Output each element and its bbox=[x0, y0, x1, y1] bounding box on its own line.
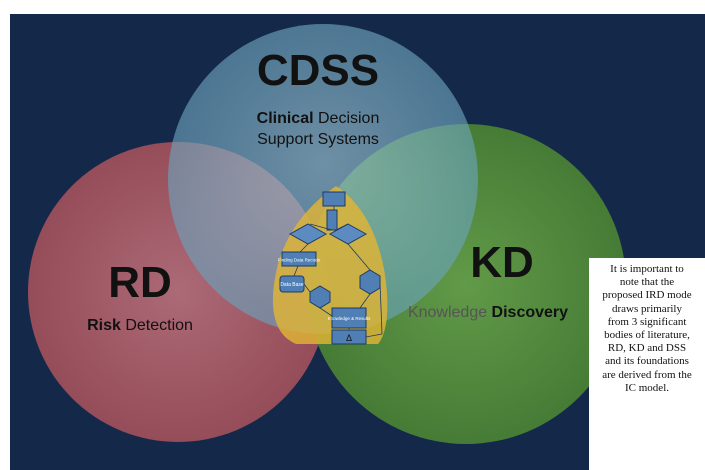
circle-cdss bbox=[168, 24, 478, 334]
flow-hexagon bbox=[309, 285, 331, 309]
note-line: draws primarily bbox=[612, 302, 682, 315]
flow-label-database: Data Base bbox=[280, 282, 304, 288]
flow-label-finding: Finding Data Recode bbox=[278, 258, 321, 263]
note-line: note that the bbox=[619, 276, 675, 289]
note-line: RD, KD and DSS bbox=[607, 342, 687, 355]
flow-box bbox=[326, 209, 338, 231]
note-line: It is important to bbox=[610, 263, 684, 275]
flow-label-delta: Δ bbox=[346, 333, 352, 343]
flowchart: Finding Data Recode Data Base Knowledge … bbox=[272, 186, 388, 345]
cdss-subtitle-line1: Clinical Decision bbox=[256, 110, 380, 127]
rd-acronym: RD bbox=[108, 258, 172, 307]
note-line: and its foundations bbox=[605, 355, 689, 368]
cdss-subtitle: Clinical Decision Support Systems bbox=[198, 108, 438, 150]
flowchart-background bbox=[272, 186, 388, 344]
flow-start-box bbox=[322, 191, 346, 207]
rd-subtitle: Risk Detection bbox=[87, 317, 193, 334]
venn-diagram: Finding Data Recode Data Base Knowledge … bbox=[28, 24, 626, 444]
note-line: proposed IRD mode bbox=[602, 289, 692, 302]
cdss-acronym: CDSS bbox=[256, 46, 380, 95]
diagram-slide: Finding Data Recode Data Base Knowledge … bbox=[10, 14, 705, 470]
flow-box-finding bbox=[281, 251, 317, 267]
note-line: are derived from the bbox=[602, 368, 692, 381]
note-line: bodies of literature, bbox=[604, 329, 690, 342]
flow-label-knowledge: Knowledge & Results bbox=[328, 316, 372, 321]
note-line: from 3 significant bbox=[607, 315, 687, 328]
kd-subtitle: Knowledge Discovery bbox=[407, 304, 569, 321]
side-note: It is important to note that the propose… bbox=[589, 258, 705, 470]
cdss-subtitle-line2: Support Systems bbox=[257, 131, 379, 148]
note-line: IC model. bbox=[625, 381, 669, 394]
kd-acronym: KD bbox=[470, 238, 534, 287]
